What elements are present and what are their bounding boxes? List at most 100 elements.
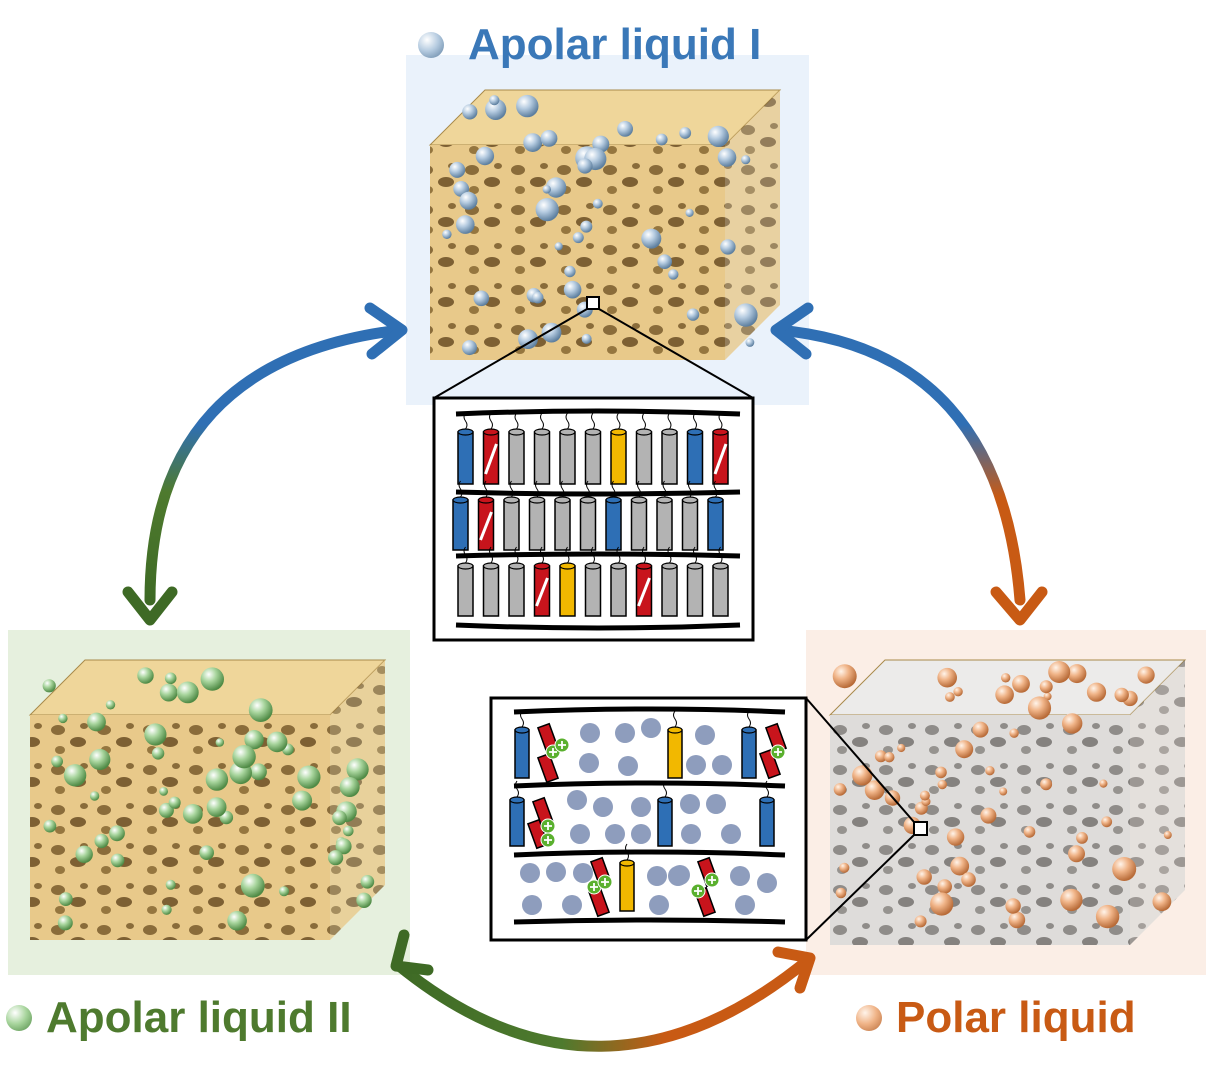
- liquid-droplet: [87, 712, 106, 732]
- rod-stripe: [479, 511, 493, 541]
- plus-sign: [694, 887, 702, 895]
- liquid-droplet: [1001, 673, 1011, 683]
- linker: [693, 412, 697, 430]
- rod-cap: [667, 726, 683, 734]
- membrane-line: [455, 489, 741, 497]
- cube-front-face: [830, 715, 1130, 945]
- linker: [637, 480, 641, 498]
- liquid-droplet: [919, 790, 930, 801]
- rod-cap: [509, 796, 525, 804]
- liquid-droplet: [151, 747, 165, 760]
- liquid-droplet: [852, 765, 873, 786]
- polar-solvent-molecule: [695, 725, 715, 745]
- liquid-droplet: [346, 758, 369, 781]
- liquid-droplet: [360, 875, 375, 889]
- liquid-droplet: [955, 740, 974, 759]
- liquid-droplet: [1076, 832, 1088, 844]
- liquid-droplet: [734, 303, 758, 327]
- liquid-droplet: [1048, 661, 1071, 683]
- polar-solvent-molecule: [670, 865, 690, 885]
- liquid-droplet: [475, 146, 495, 166]
- plus-sign: [708, 876, 716, 884]
- polar-solvent-molecule: [579, 753, 599, 773]
- linker: [458, 480, 463, 498]
- helix-rod: [686, 431, 704, 485]
- rod-cap: [605, 496, 622, 504]
- linker: [625, 843, 629, 861]
- linker: [611, 480, 616, 498]
- liquid-droplet: [57, 915, 73, 931]
- polar-solvent-molecule: [757, 873, 777, 893]
- plus-sign: [558, 741, 566, 749]
- liquid-droplet: [1005, 898, 1021, 914]
- liquid-droplet: [1101, 816, 1113, 828]
- rod-stripe: [535, 577, 549, 607]
- rod-cap: [619, 859, 635, 867]
- linker: [662, 480, 667, 498]
- polar-solvent-molecule: [520, 863, 540, 883]
- molecular-layers-top: [452, 408, 741, 631]
- helix-rod: [559, 565, 576, 617]
- polar-solvent-molecule: [706, 794, 726, 814]
- linker: [489, 412, 493, 430]
- liquid-droplet: [937, 779, 947, 790]
- polar-solvent-molecule: [647, 866, 667, 886]
- polar-solvent-molecule: [681, 824, 701, 844]
- linker: [520, 710, 524, 728]
- green-sphere-icon: [6, 1005, 32, 1031]
- rod-cap: [514, 726, 530, 734]
- apolar-liquid-2-label: Apolar liquid II: [6, 993, 352, 1043]
- linker: [560, 480, 565, 498]
- liquid-droplet: [741, 155, 751, 165]
- liquid-droplet: [335, 838, 352, 855]
- rod-cap: [584, 562, 602, 570]
- rod-cap: [482, 562, 500, 570]
- rod-stripe: [713, 443, 728, 475]
- liquid-droplet: [580, 220, 593, 233]
- arrow-right: [770, 302, 1048, 626]
- liquid-droplet: [489, 95, 500, 106]
- polar-solvent-molecule: [649, 895, 669, 915]
- liquid-droplet: [563, 280, 582, 299]
- liquid-droplet: [1163, 831, 1172, 839]
- apolar-liquid-1-text: Apolar liquid I: [468, 20, 762, 69]
- linker: [535, 480, 539, 498]
- liquid-droplet: [89, 791, 100, 801]
- liquid-droplet: [655, 133, 668, 146]
- liquid-droplet: [685, 208, 694, 217]
- liquid-droplet: [1009, 728, 1019, 738]
- helix-rod: [452, 499, 469, 551]
- helix-rod: [619, 862, 635, 912]
- molecular-layers-bottom: [509, 706, 788, 925]
- plus-sign: [774, 748, 782, 756]
- liquid-droplet: [110, 853, 125, 868]
- liquid-droplet: [717, 148, 737, 167]
- apolar-liquid-2-text: Apolar liquid II: [46, 993, 352, 1042]
- linker: [540, 412, 544, 430]
- linker: [616, 546, 621, 564]
- liquid-droplet: [832, 664, 857, 689]
- linker: [484, 480, 488, 498]
- liquid-droplet: [679, 127, 692, 139]
- liquid-droplet: [1112, 857, 1137, 881]
- rod-cap: [635, 562, 653, 570]
- liquid-droplet: [545, 177, 567, 198]
- helix-rod: [741, 729, 757, 779]
- linker: [673, 710, 677, 728]
- liquid-droplet: [89, 748, 111, 771]
- polar-solvent-molecule: [570, 824, 590, 844]
- zoom-lines-top: [433, 296, 754, 399]
- liquid-droplet: [215, 738, 224, 747]
- liquid-droplet: [176, 681, 199, 704]
- rod-cap: [741, 726, 757, 734]
- helix-rod: [759, 799, 775, 847]
- rod-cap: [712, 428, 729, 436]
- helix-rod: [661, 431, 678, 485]
- liquid-droplet: [745, 338, 755, 347]
- rod-cap: [584, 428, 602, 436]
- polar-solvent-molecule: [730, 866, 750, 886]
- liquid-droplet: [442, 229, 452, 239]
- membrane-line: [513, 780, 786, 789]
- liquid-droplet: [937, 879, 952, 894]
- liquid-droplet: [999, 787, 1008, 796]
